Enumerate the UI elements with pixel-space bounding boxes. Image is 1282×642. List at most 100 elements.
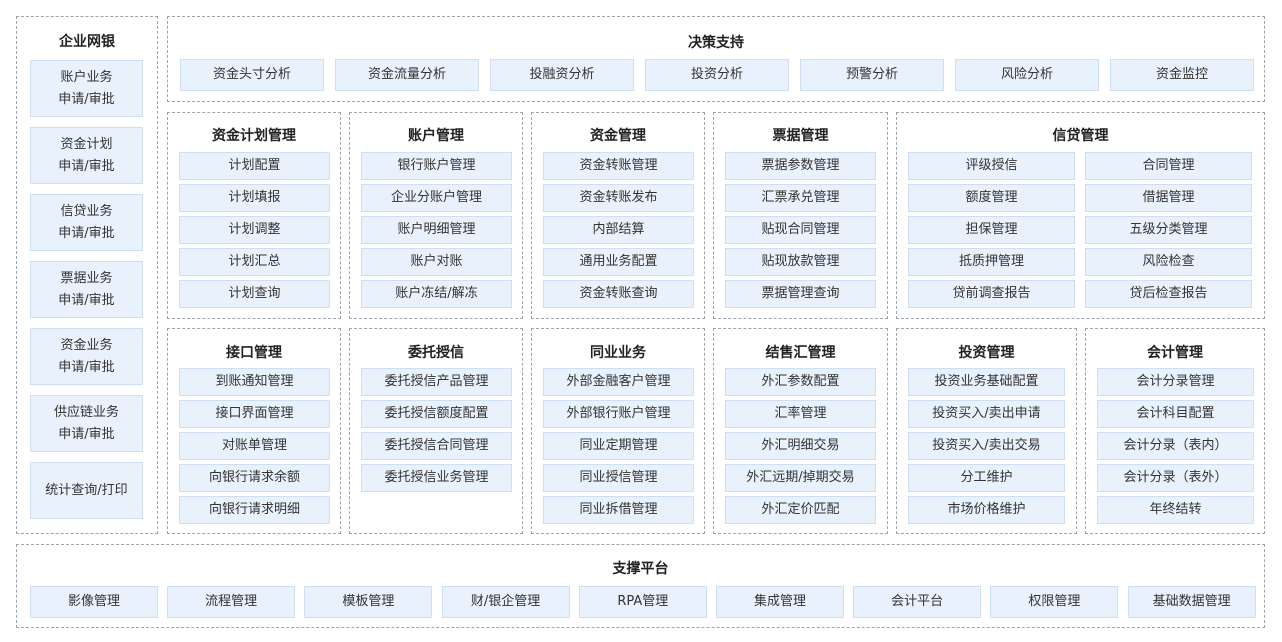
module-item[interactable]: 计划汇总 <box>179 248 330 276</box>
decision-support-item[interactable]: 资金监控 <box>1110 59 1254 91</box>
module-item[interactable]: 汇率管理 <box>725 400 876 428</box>
module-item[interactable]: 风险检查 <box>1085 248 1252 276</box>
module-item[interactable]: 贷前调查报告 <box>908 280 1075 308</box>
corporate-banking-item[interactable]: 账户业务申请/审批 <box>30 60 143 117</box>
module-item[interactable]: 同业定期管理 <box>543 432 694 460</box>
module-item[interactable]: 账户明细管理 <box>361 216 512 244</box>
module-item[interactable]: 贷后检查报告 <box>1085 280 1252 308</box>
module-item[interactable]: 票据管理查询 <box>725 280 876 308</box>
corporate-banking-item[interactable]: 信贷业务申请/审批 <box>30 194 143 251</box>
module-item[interactable]: 投资买入/卖出申请 <box>908 400 1065 428</box>
module-item[interactable]: 分工维护 <box>908 464 1065 492</box>
module-item[interactable]: 会计分录（表外） <box>1097 464 1254 492</box>
module-item[interactable]: 接口界面管理 <box>179 400 330 428</box>
module-item[interactable]: 通用业务配置 <box>543 248 694 276</box>
module-item[interactable]: 会计科目配置 <box>1097 400 1254 428</box>
panel-title: 信贷管理 <box>1052 128 1109 144</box>
module-item[interactable]: 贴现合同管理 <box>725 216 876 244</box>
module-item[interactable]: 投资业务基础配置 <box>908 368 1065 396</box>
decision-support-item[interactable]: 投资分析 <box>645 59 789 91</box>
corporate-banking-item[interactable]: 票据业务申请/审批 <box>30 261 143 318</box>
module-item[interactable]: 计划调整 <box>179 216 330 244</box>
support-platform-item[interactable]: 权限管理 <box>990 586 1119 618</box>
panel-title: 企业网银 <box>59 34 115 50</box>
module-panel-row1: 信贷管理评级授信合同管理额度管理借据管理担保管理五级分类管理抵质押管理风险检查贷… <box>896 112 1265 319</box>
module-item[interactable]: 外部金融客户管理 <box>543 368 694 396</box>
module-item[interactable]: 委托授信合同管理 <box>361 432 512 460</box>
module-item[interactable]: 银行账户管理 <box>361 152 512 180</box>
module-item[interactable]: 会计分录（表内） <box>1097 432 1254 460</box>
module-item[interactable]: 同业授信管理 <box>543 464 694 492</box>
decision-support-item[interactable]: 预警分析 <box>800 59 944 91</box>
item-label-line: 统计查询/打印 <box>45 482 128 498</box>
module-item[interactable]: 账户冻结/解冻 <box>361 280 512 308</box>
module-item[interactable]: 外汇明细交易 <box>725 432 876 460</box>
decision-support-item[interactable]: 资金头寸分析 <box>180 59 324 91</box>
panel-decision-support: 决策支持资金头寸分析资金流量分析投融资分析投资分析预警分析风险分析资金监控 <box>167 16 1265 102</box>
module-item[interactable]: 借据管理 <box>1085 184 1252 212</box>
module-item[interactable]: 同业拆借管理 <box>543 496 694 524</box>
corporate-banking-item[interactable]: 供应链业务申请/审批 <box>30 395 143 452</box>
module-item[interactable]: 账户对账 <box>361 248 512 276</box>
module-item[interactable]: 会计分录管理 <box>1097 368 1254 396</box>
module-item[interactable]: 外汇定价匹配 <box>725 496 876 524</box>
support-platform-item[interactable]: RPA管理 <box>578 586 707 618</box>
support-platform-item[interactable]: 会计平台 <box>853 586 982 618</box>
module-panel-row1: 资金管理资金转账管理资金转账发布内部结算通用业务配置资金转账查询 <box>531 112 705 319</box>
module-item[interactable]: 内部结算 <box>543 216 694 244</box>
module-item[interactable]: 资金转账管理 <box>543 152 694 180</box>
module-item[interactable]: 年终结转 <box>1097 496 1254 524</box>
module-item[interactable]: 向银行请求明细 <box>179 496 330 524</box>
module-item[interactable]: 五级分类管理 <box>1085 216 1252 244</box>
module-panel-row2: 委托授信委托授信产品管理委托授信额度配置委托授信合同管理委托授信业务管理 <box>349 328 523 534</box>
corporate-banking-item[interactable]: 资金业务申请/审批 <box>30 328 143 385</box>
module-item[interactable]: 委托授信产品管理 <box>361 368 512 396</box>
module-item[interactable]: 评级授信 <box>908 152 1075 180</box>
module-item[interactable]: 向银行请求余额 <box>179 464 330 492</box>
panel-title: 委托授信 <box>408 345 464 361</box>
module-item[interactable]: 额度管理 <box>908 184 1075 212</box>
module-item[interactable]: 抵质押管理 <box>908 248 1075 276</box>
module-item[interactable]: 汇票承兑管理 <box>725 184 876 212</box>
panel-title: 同业业务 <box>590 345 646 361</box>
decision-support-item[interactable]: 资金流量分析 <box>335 59 479 91</box>
item-label-line: 申请/审批 <box>58 91 115 107</box>
module-item[interactable]: 合同管理 <box>1085 152 1252 180</box>
module-item[interactable]: 投资买入/卖出交易 <box>908 432 1065 460</box>
panel-title: 票据管理 <box>772 128 829 144</box>
module-item[interactable]: 企业分账户管理 <box>361 184 512 212</box>
module-item[interactable]: 委托授信业务管理 <box>361 464 512 492</box>
module-item[interactable]: 到账通知管理 <box>179 368 330 396</box>
module-item[interactable]: 外汇远期/掉期交易 <box>725 464 876 492</box>
module-item[interactable]: 担保管理 <box>908 216 1075 244</box>
corporate-banking-item[interactable]: 资金计划申请/审批 <box>30 127 143 184</box>
support-platform-item[interactable]: 流程管理 <box>167 586 296 618</box>
module-panel-row1: 资金计划管理计划配置计划填报计划调整计划汇总计划查询 <box>167 112 341 319</box>
module-panel-row1: 账户管理银行账户管理企业分账户管理账户明细管理账户对账账户冻结/解冻 <box>349 112 523 319</box>
module-item[interactable]: 票据参数管理 <box>725 152 876 180</box>
module-item[interactable]: 对账单管理 <box>179 432 330 460</box>
support-platform-item[interactable]: 模板管理 <box>304 586 433 618</box>
module-item[interactable]: 计划填报 <box>179 184 330 212</box>
decision-support-item[interactable]: 风险分析 <box>955 59 1099 91</box>
support-platform-item[interactable]: 基础数据管理 <box>1127 586 1256 618</box>
module-item[interactable]: 资金转账查询 <box>543 280 694 308</box>
module-item[interactable]: 外部银行账户管理 <box>543 400 694 428</box>
module-item[interactable]: 计划配置 <box>179 152 330 180</box>
corporate-banking-item[interactable]: 统计查询/打印 <box>30 462 143 519</box>
support-platform-item[interactable]: 集成管理 <box>716 586 844 618</box>
support-platform-item[interactable]: 财/银企管理 <box>441 586 570 618</box>
module-panel-row2: 投资管理投资业务基础配置投资买入/卖出申请投资买入/卖出交易分工维护市场价格维护 <box>896 328 1077 534</box>
item-label-line: 信贷业务 <box>60 203 113 219</box>
item-label-line: 申请/审批 <box>58 426 115 442</box>
module-item[interactable]: 委托授信额度配置 <box>361 400 512 428</box>
module-item[interactable]: 贴现放款管理 <box>725 248 876 276</box>
item-label-line: 供应链业务 <box>53 404 119 420</box>
support-platform-item[interactable]: 影像管理 <box>30 586 158 618</box>
decision-support-item[interactable]: 投融资分析 <box>490 59 634 91</box>
module-item[interactable]: 外汇参数配置 <box>725 368 876 396</box>
module-item[interactable]: 计划查询 <box>179 280 330 308</box>
module-item[interactable]: 市场价格维护 <box>908 496 1065 524</box>
module-item[interactable]: 资金转账发布 <box>543 184 694 212</box>
